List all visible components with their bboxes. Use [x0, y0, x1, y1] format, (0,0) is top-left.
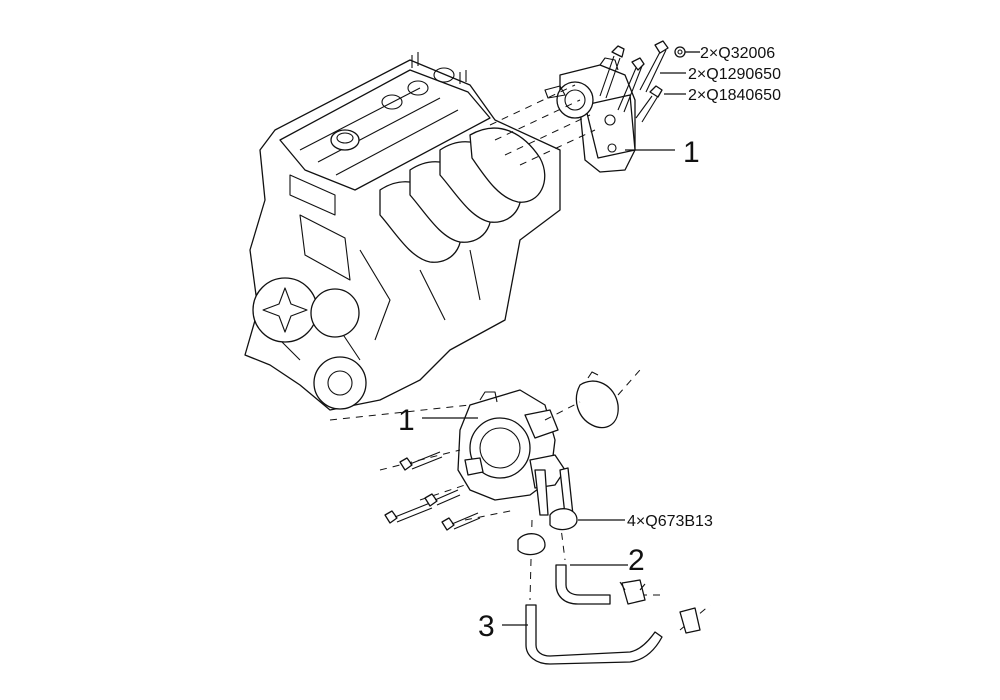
callout-1-top: 1	[683, 136, 700, 169]
hose-3	[525, 604, 663, 665]
callout-1-bottom: 1	[398, 404, 415, 437]
fastener-label-bolt-low: 2×Q1840650	[688, 87, 781, 104]
throttle-body-upper	[544, 57, 636, 173]
alignment-lines-upper	[489, 84, 596, 166]
gasket	[575, 371, 619, 429]
callout-2: 2	[628, 544, 645, 577]
hose-clamps	[517, 508, 701, 634]
fastener-label-nut-top: 2×Q32006	[700, 45, 775, 62]
callout-3: 3	[478, 610, 495, 643]
fastener-label-hose-clamps: 4×Q673B13	[627, 513, 713, 530]
fasteners-lower	[384, 451, 481, 531]
fastener-label-bolt-mid: 2×Q1290650	[688, 66, 781, 83]
hose-2	[555, 564, 611, 605]
throttle-body-lower	[457, 389, 574, 516]
engine-assembly	[244, 52, 561, 411]
